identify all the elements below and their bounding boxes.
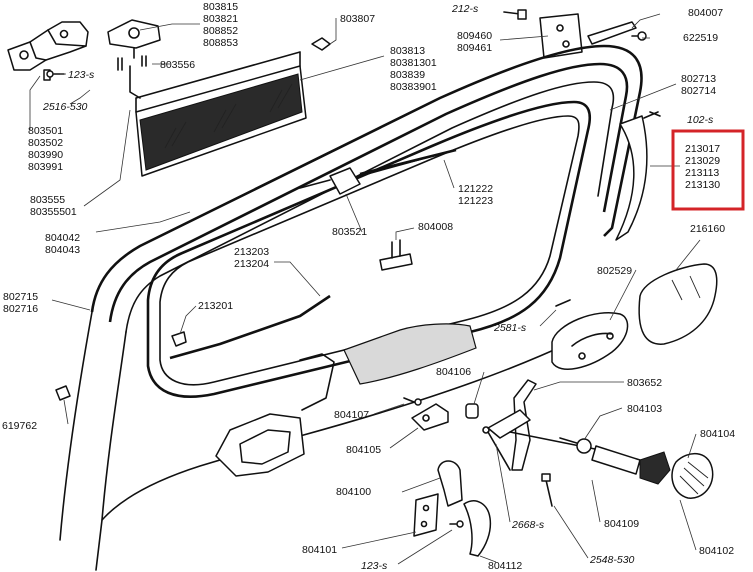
- label-804107: 804107: [334, 409, 369, 421]
- knob-shaft-part: [559, 437, 671, 485]
- label-121222: 121222: [458, 183, 493, 195]
- label-213113: 213113: [685, 167, 719, 179]
- clip-213201-part: [171, 331, 187, 347]
- plate-part: [379, 239, 413, 271]
- label-804105: 804105: [346, 444, 381, 456]
- label-213017: 213017: [685, 143, 720, 155]
- label-804102: 804102: [699, 545, 734, 557]
- label-802716: 802716: [3, 303, 38, 315]
- label-809461: 809461: [457, 42, 492, 54]
- label-804101: 804101: [302, 544, 337, 556]
- screw-123s-b-part: [449, 520, 464, 528]
- label-80383901: 80383901: [390, 81, 437, 93]
- screw-2668s-part: [482, 426, 511, 471]
- hinge-bracket-part: [7, 21, 89, 81]
- bracket-804105-part: [411, 403, 449, 431]
- label-2516-530: 2516-530: [42, 101, 88, 113]
- label-803990: 803990: [28, 149, 63, 161]
- label-803839: 803839: [390, 69, 425, 81]
- label-803821: 803821: [203, 13, 238, 25]
- label-804008: 804008: [418, 221, 453, 233]
- label-804042: 804042: [45, 232, 80, 244]
- regulator-arm-part: [487, 379, 601, 471]
- label-213029: 213029: [685, 155, 720, 167]
- label-2668s: 2668-s: [511, 519, 545, 531]
- label-212s: 212-s: [451, 3, 479, 15]
- knob-cap-part: [671, 453, 714, 499]
- label-213203: 213203: [234, 246, 269, 258]
- part-number-labels: 803815 803821 808852 808853 803807 212-s…: [2, 1, 735, 572]
- label-809460: 809460: [457, 30, 492, 42]
- screw-part: [117, 55, 147, 99]
- label-803991: 803991: [28, 161, 63, 173]
- handle-804112-part: [463, 500, 492, 557]
- label-803555: 803555: [30, 194, 65, 206]
- screw-212s-part: [503, 9, 527, 20]
- bushing-804106-part: [465, 403, 479, 419]
- label-804100: 804100: [336, 486, 371, 498]
- label-803556: 803556: [160, 59, 195, 71]
- windshield-frame-inner: [146, 100, 592, 398]
- bracket-804101-part: [413, 493, 439, 537]
- label-802714: 802714: [681, 85, 716, 97]
- label-216160: 216160: [690, 223, 725, 235]
- label-804007: 804007: [688, 7, 723, 19]
- label-123s-a: 123-s: [68, 69, 95, 81]
- clip-619762-part: [55, 385, 71, 401]
- label-121223: 121223: [458, 195, 493, 207]
- highlight-box: [671, 129, 745, 211]
- screw-102s-part: [649, 111, 661, 117]
- label-808852: 808852: [203, 25, 238, 37]
- label-804043: 804043: [45, 244, 80, 256]
- rearview-mirror-part: [638, 263, 718, 345]
- sun-visor-part: [343, 323, 477, 385]
- label-123s-b: 123-s: [361, 560, 388, 572]
- hinge-strip-part: [587, 21, 637, 45]
- label-80381301: 80381301: [390, 57, 437, 69]
- center-hinge-part: [329, 167, 361, 195]
- side-seal-part: [615, 115, 648, 241]
- label-804103: 804103: [627, 403, 662, 415]
- label-803807: 803807: [340, 13, 375, 25]
- leader-lines: [29, 13, 701, 565]
- screw-2548-part: [541, 473, 553, 507]
- label-808853: 808853: [203, 37, 238, 49]
- label-802713: 802713: [681, 73, 716, 85]
- label-80355501: 80355501: [30, 206, 77, 218]
- label-802715: 802715: [3, 291, 38, 303]
- screw-622519-part: [631, 31, 647, 41]
- clamp-804100-part: [437, 460, 463, 507]
- label-804112: 804112: [488, 560, 522, 572]
- label-803502: 803502: [28, 137, 63, 149]
- label-803815: 803815: [203, 1, 238, 13]
- label-803501: 803501: [28, 125, 63, 137]
- screw-2581s-part: [555, 299, 571, 307]
- clip-part: [311, 37, 331, 51]
- screw-804107-part: [403, 397, 422, 406]
- label-803813: 803813: [390, 45, 425, 57]
- label-213204: 213204: [234, 258, 269, 270]
- cowl-body-panel: [59, 311, 601, 571]
- label-802529: 802529: [597, 265, 632, 277]
- windshield-glass-panel: [135, 51, 307, 177]
- windshield-frame-outer: [90, 44, 643, 333]
- hinge-plate-part: [539, 13, 583, 59]
- label-213201: 213201: [198, 300, 233, 312]
- label-804104: 804104: [700, 428, 735, 440]
- visor-mount-plate: [551, 312, 629, 370]
- weatherstrip-part: [169, 294, 331, 360]
- label-619762: 619762: [2, 420, 37, 432]
- label-803521: 803521: [332, 226, 367, 238]
- label-804109: 804109: [604, 518, 639, 530]
- label-803652: 803652: [627, 377, 662, 389]
- label-102s: 102-s: [687, 114, 714, 126]
- label-622519: 622519: [683, 32, 718, 44]
- label-213130: 213130: [685, 179, 720, 191]
- label-2548-530: 2548-530: [589, 554, 635, 566]
- windshield-bracket-part: [107, 19, 161, 59]
- label-2581s: 2581-s: [493, 322, 527, 334]
- label-804106: 804106: [436, 366, 471, 378]
